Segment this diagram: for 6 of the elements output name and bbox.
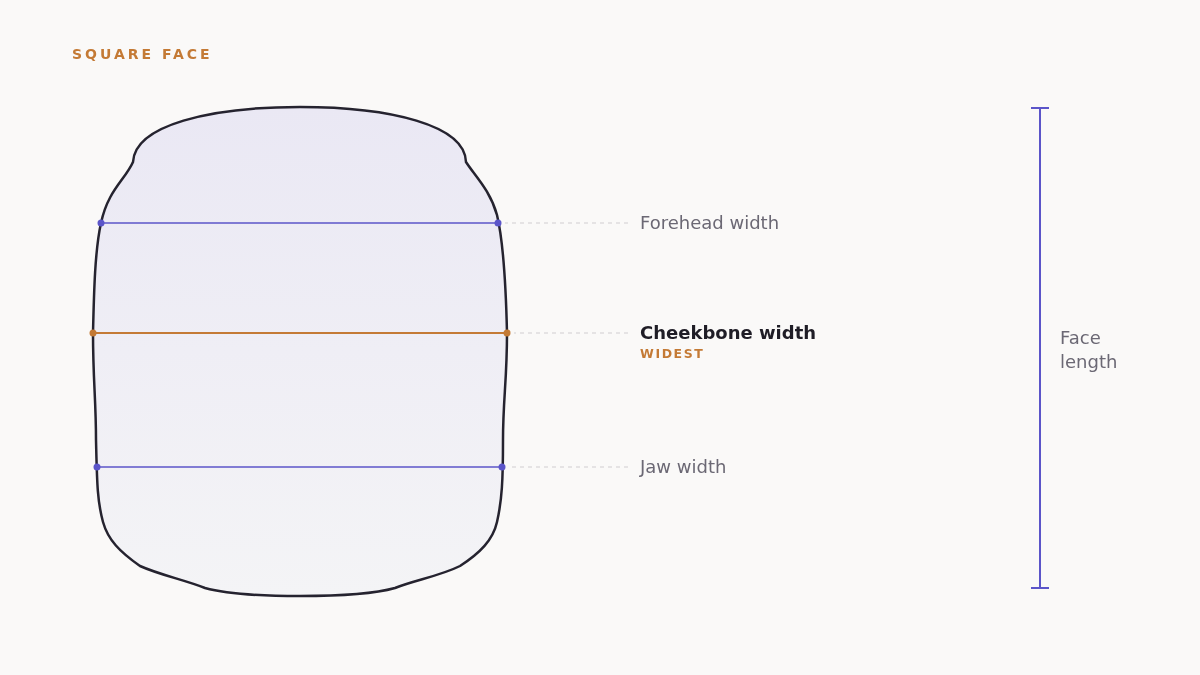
measurement-label: Forehead width <box>640 212 780 234</box>
dimension-label: Face length <box>1060 326 1119 374</box>
measurement-label: Jaw width <box>640 456 727 478</box>
emphasis-tag: WIDEST <box>640 346 817 362</box>
title: SQUARE FACE <box>72 46 213 62</box>
measurement-label: Cheekbone width <box>640 322 817 344</box>
